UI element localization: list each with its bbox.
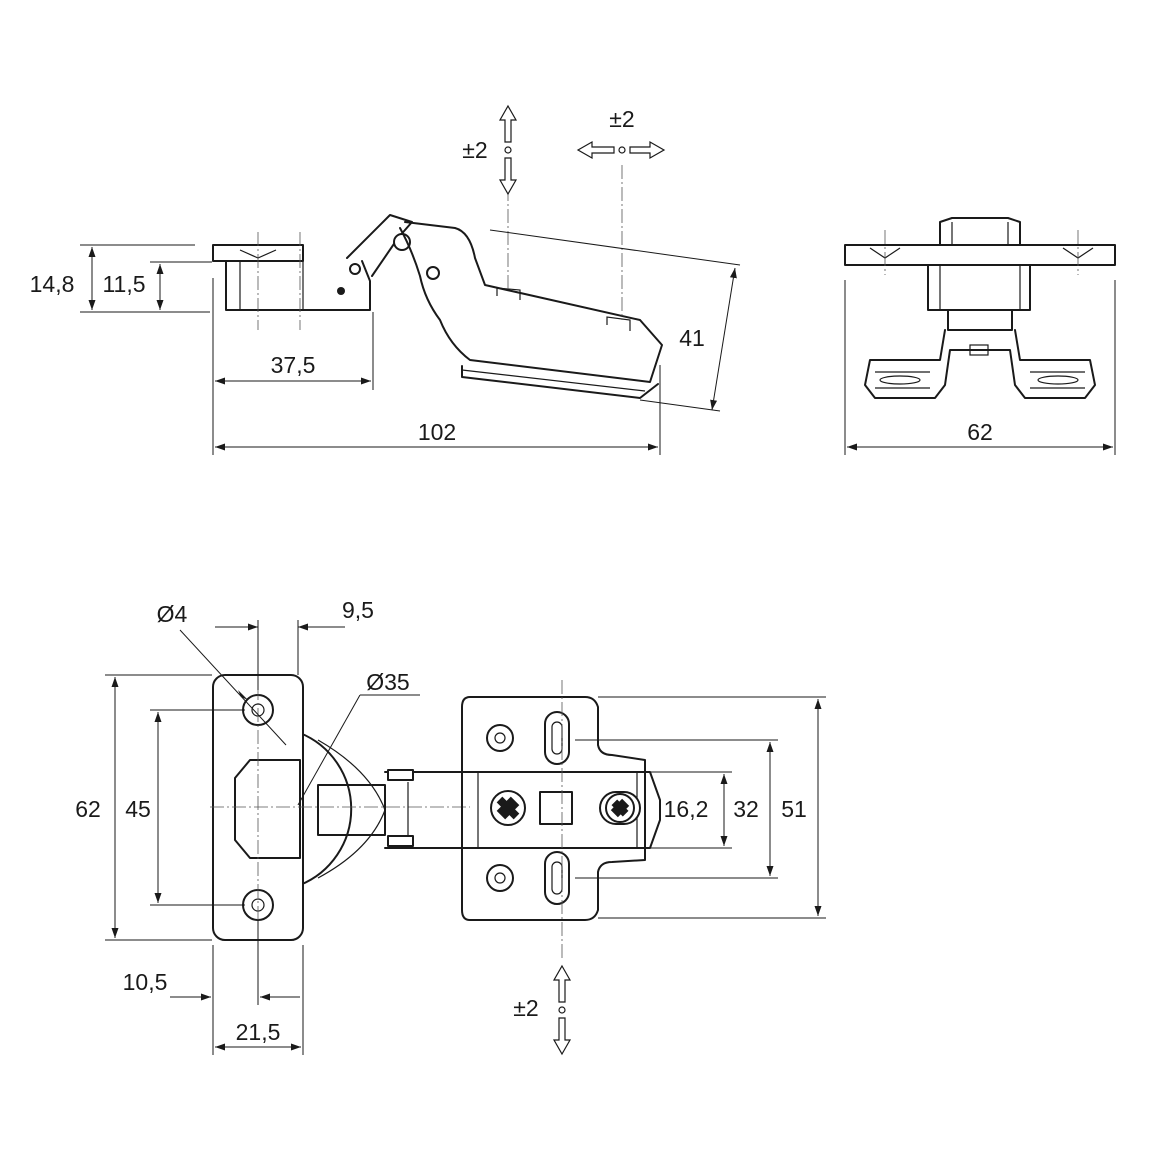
arm-body: [461, 771, 661, 849]
end-view-dimensions: 62: [844, 280, 1116, 455]
adjust-depth-label: ±2: [513, 995, 538, 1021]
dim-plate-slot-b: 32: [733, 796, 759, 822]
cup: [461, 365, 659, 399]
dim-end-width: 62: [967, 419, 993, 445]
arm-tab: [606, 316, 631, 331]
cup-recess: [234, 759, 301, 859]
rivet: [349, 263, 361, 275]
square-window: [539, 791, 573, 825]
horizontal-adjust-arrow-icon: [576, 140, 666, 160]
dim-cup-to-edge: 21,5: [236, 1019, 281, 1045]
vertical-adjust-arrow-icon: [498, 104, 518, 196]
hinge-arm: [317, 784, 386, 836]
dim-cup-depth: 41: [679, 325, 705, 351]
hinge-arm: [399, 221, 663, 383]
dim-plate-height: 11,5: [102, 271, 145, 297]
mounting-base: [864, 329, 1096, 399]
dim-hole-diameter: Ø4: [157, 601, 188, 627]
cup-body: [927, 264, 1031, 311]
top-view: [210, 620, 661, 1005]
base-hole: [486, 864, 514, 892]
end-view: [844, 217, 1116, 399]
rivet: [337, 287, 345, 295]
end-plate: [844, 244, 1116, 266]
arm-tab: [496, 287, 521, 300]
depth-adjust-arrow-icon: [552, 964, 572, 1056]
cup-edge: [461, 369, 646, 392]
dim-cup-diameter: Ø35: [366, 669, 409, 695]
top-view-dimensions: Ø4 9,5 Ø35 62 45 10,5 21,5 16,2: [75, 597, 826, 1056]
dim-total-length: 102: [418, 419, 456, 445]
side-view: [212, 165, 663, 399]
cup-top: [939, 217, 1021, 246]
slot-bottom: [544, 851, 570, 905]
dim-plate-height-top: 51: [781, 796, 807, 822]
dim-hole-spacing: 45: [125, 796, 151, 822]
adjust-horizontal-label: ±2: [609, 106, 634, 132]
dim-overall-height: 14,8: [30, 271, 75, 297]
pivot-pin: [426, 266, 440, 280]
arm-bracket: [947, 309, 1013, 331]
dim-hole-offset: 9,5: [342, 597, 374, 623]
slot-top: [544, 711, 570, 765]
dim-cup-length: 62: [75, 796, 101, 822]
adjust-vertical-label: ±2: [462, 137, 487, 163]
base-plate: [461, 696, 646, 921]
plate-body: [225, 260, 371, 311]
dim-plate-slot-a: 16,2: [664, 796, 709, 822]
cup-outline: [299, 732, 353, 886]
base-hole: [486, 724, 514, 752]
side-view-dimensions: 14,8 11,5 37,5 102 41 ±2 ±2: [30, 104, 741, 455]
dim-plate-length: 37,5: [271, 352, 316, 378]
dim-edge-distance: 10,5: [123, 969, 168, 995]
